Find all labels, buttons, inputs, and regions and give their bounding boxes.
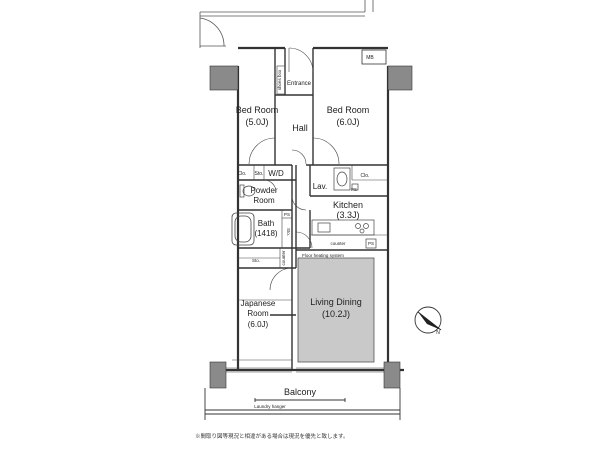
footnote: ※間取り図等現況と相違がある場合は現況を優先と致します。 [195,434,349,440]
ps-mid-label: PS [284,212,290,217]
sto-small-label: Sto. [255,171,264,177]
bath-name: Bath [258,219,274,228]
bed-room-left-size: (5.0J) [245,117,268,127]
bed-room-left-name: Bed Room [236,105,279,115]
compass-north-letter: N [436,330,440,336]
shoe-box-label: shoes box [277,69,282,90]
wd-label: W/D [268,169,284,178]
floor-heating-label: Floor heating system [302,253,344,258]
sto-bath-label: Sto. [286,228,291,236]
balcony-label: Balcony [284,387,317,397]
counter-kitchen-label: counter [330,241,346,246]
ps-kitchen-label: PS [368,241,374,246]
lav-label: Lav. [313,182,328,191]
laundry-hanger-label: Laundry hanger [254,404,286,409]
bed-room-right-size: (6.0J) [336,117,359,127]
toilet [239,184,256,198]
hall-label: Hall [292,123,308,133]
living-dining-name: Living Dining [310,297,362,307]
exterior-walls [222,46,404,372]
balcony-outline [204,388,401,420]
structural-columns [209,65,413,389]
living-dining-size: (10.2J) [322,309,350,319]
counter-vertical-label: counter [281,250,286,266]
ps-top-label: PS [351,187,357,192]
sto-lower-label: Sto. [252,258,260,263]
kitchen-name: Kitchen [333,200,363,210]
bath-size: (1418) [254,229,277,238]
washbasin [333,167,359,191]
north-compass-icon [414,306,442,334]
japanese-room-line1: Japanese [241,299,276,308]
top-context-lines [199,0,374,48]
windows [226,367,384,373]
floor-heating-area [297,257,375,363]
powder-room-line2: Room [253,196,275,205]
kitchen-counter [311,219,377,249]
entrance-label: Entrance [287,81,312,87]
mb-label: MB [366,55,374,61]
clo-right-label: Clo. [361,173,370,179]
bed-room-right-name: Bed Room [327,105,370,115]
clo-left-label: Clo. [238,171,247,177]
kitchen-size: (3.3J) [336,210,359,220]
japanese-room-line2: Room [247,309,269,318]
powder-room-line1: Powder [250,186,277,195]
japanese-room-size: (6.0J) [248,320,269,329]
interior-walls [238,48,388,370]
door-swings [248,47,340,291]
mb-box [361,49,387,65]
bathtub [231,212,255,246]
